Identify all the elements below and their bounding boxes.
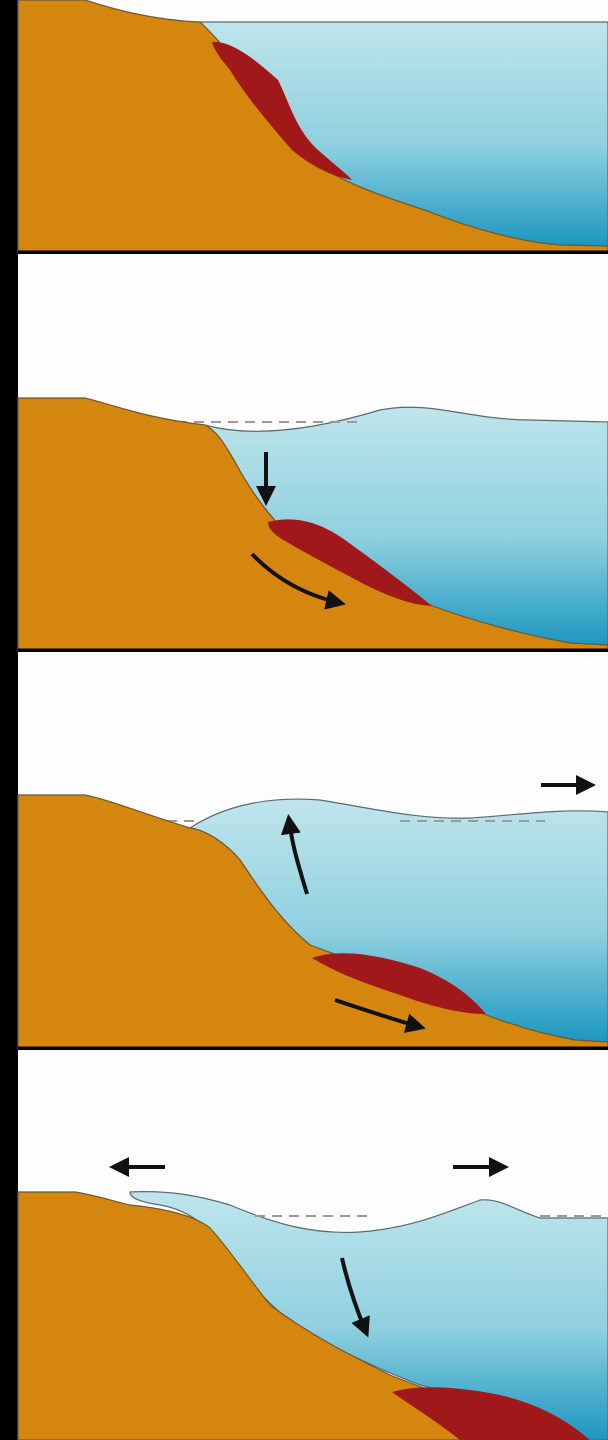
panel-1	[18, 0, 608, 252]
panel-2	[18, 254, 608, 650]
panel-4	[18, 1050, 608, 1440]
panel-3	[18, 652, 608, 1048]
left-border	[0, 0, 18, 1440]
